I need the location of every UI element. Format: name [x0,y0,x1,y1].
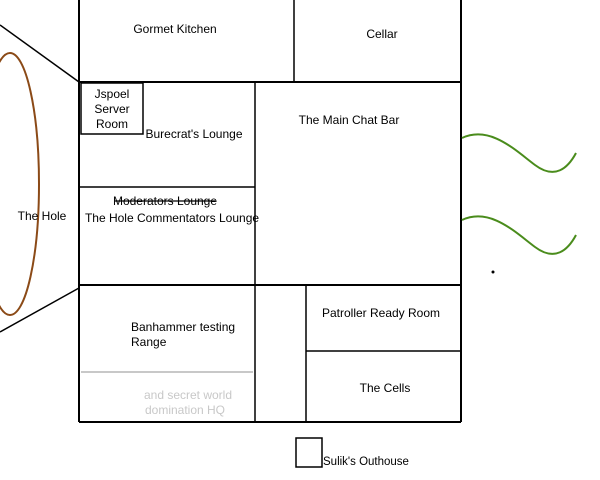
room-label-hole-commentators-lounge: The Hole Commentators Lounge [85,211,259,225]
green-wave [461,215,577,255]
room-label-server-line1: Jspoel [95,87,130,101]
room-label-server-line2: Server [94,102,129,116]
room-label-patroller-ready-room: Patroller Ready Room [322,306,440,320]
room-label-banhammer-line2: Range [131,335,167,349]
hole-outline [0,52,40,316]
room-label-the-cells: The Cells [360,381,411,395]
room-label-server-line3: Room [96,117,128,131]
outhouse-box [295,437,323,468]
wall [0,287,80,333]
room-label-the-hole: The Hole [18,209,67,223]
green-wave [461,133,577,173]
room-label-cellar: Cellar [366,27,397,41]
room-label-outhouse: Sulik's Outhouse [323,456,409,468]
room-label-secret-line2: domination HQ [145,403,225,417]
dot [491,270,495,274]
room-label-main-chat-bar: The Main Chat Bar [299,113,400,127]
room-label-gourmet-kitchen: Gormet Kitchen [133,22,216,36]
room-label-secret-line1: and secret world [144,388,232,402]
room-label-burecrats-lounge: Burecrat's Lounge [145,127,242,141]
server-room-box [80,82,144,135]
wall [0,24,80,83]
room-label-banhammer-line1: Banhammer testing [131,320,235,334]
